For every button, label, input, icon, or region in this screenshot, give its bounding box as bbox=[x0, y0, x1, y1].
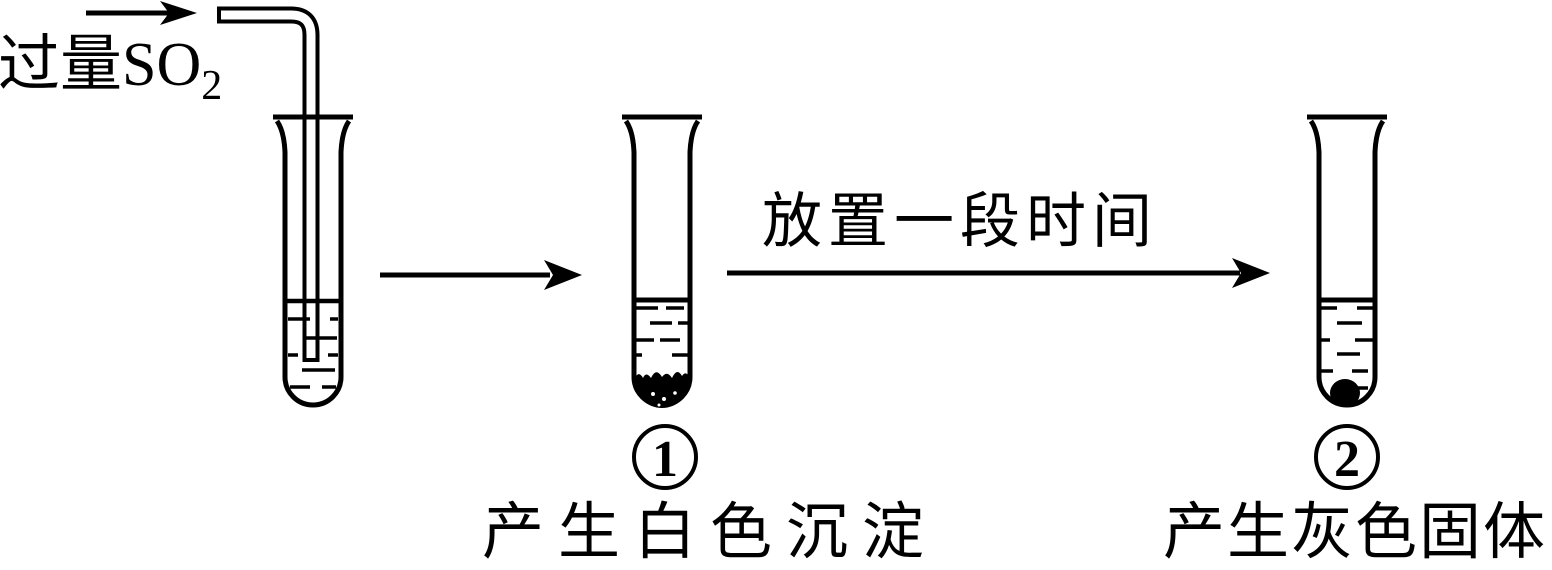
step2-caption: 产生灰色固体 bbox=[1162, 498, 1547, 567]
liquid-in-tube2 bbox=[1321, 297, 1373, 390]
process-arrow-icon bbox=[727, 258, 1270, 288]
process-arrow-label: 放置一段时间 bbox=[762, 188, 1158, 255]
gas-input-label-text: 过量SO bbox=[0, 31, 202, 99]
gas-input-label-subscript: 2 bbox=[201, 63, 223, 109]
step1-caption: 产生白色沉淀 bbox=[481, 498, 938, 567]
test-tube-inlet bbox=[273, 114, 353, 408]
step2-circled-number: 2 bbox=[1314, 424, 1380, 490]
solid-clump-in-tube2 bbox=[1330, 379, 1360, 407]
step2-number: 2 bbox=[1334, 431, 1360, 488]
test-tube-step2: 2 bbox=[1307, 114, 1387, 490]
gas-inlet-arrow-icon bbox=[86, 1, 197, 25]
test-tube-step1: 1 bbox=[622, 114, 702, 490]
step1-circled-number: 1 bbox=[632, 424, 698, 490]
step1-number: 1 bbox=[652, 431, 678, 488]
precipitate-in-tube1 bbox=[634, 371, 690, 408]
liquid-in-tube1 bbox=[634, 297, 688, 357]
liquid-in-inlet-tube bbox=[287, 298, 339, 389]
gas-delivery-tube bbox=[217, 6, 320, 362]
gas-input-label: 过量SO2 bbox=[0, 34, 222, 107]
transfer-arrow-icon bbox=[380, 260, 582, 290]
